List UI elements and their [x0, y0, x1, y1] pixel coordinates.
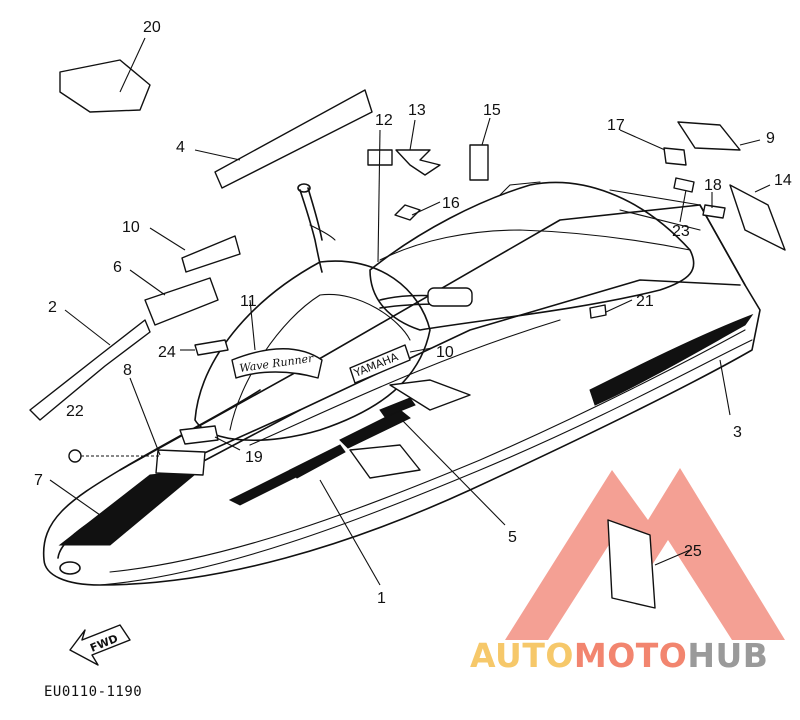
part-15-tag — [469, 144, 489, 181]
part-22-rivet — [68, 449, 160, 463]
callout-1: 1 — [377, 590, 386, 607]
callout-4: 4 — [176, 139, 185, 156]
callout-22: 22 — [66, 403, 84, 420]
part-24-tag — [194, 339, 229, 356]
callout-13: 13 — [408, 102, 426, 119]
decal-parts: YAMAHA Wave Runner FWD — [29, 59, 786, 666]
callout-6: 6 — [113, 259, 122, 276]
black-stripes — [58, 313, 754, 546]
part-19-tag — [179, 425, 219, 445]
watermark-logo: AUTOMOTOHUB — [470, 636, 768, 675]
part-10-patch — [181, 235, 241, 273]
callout-23: 23 — [672, 223, 690, 240]
callout-24: 24 — [158, 344, 176, 361]
part-16-clip — [394, 204, 421, 221]
reference-code: EU0110-1190 — [44, 684, 143, 700]
part-8-label — [155, 449, 206, 476]
leader-lines — [49, 37, 771, 586]
part-23-tag — [673, 177, 695, 193]
yamaha-decal: YAMAHA — [349, 344, 411, 384]
callout-25: 25 — [684, 543, 702, 560]
stripe-7 — [58, 469, 202, 546]
yamaha-decal-text: YAMAHA — [351, 350, 400, 380]
watermark-hub: HUB — [687, 636, 769, 675]
part-4-strip — [214, 89, 373, 189]
callout-14: 14 — [774, 172, 792, 189]
callout-8: 8 — [123, 362, 132, 379]
callout-10-lower: 10 — [436, 344, 454, 361]
callout-3: 3 — [733, 424, 742, 441]
part-14-plate — [729, 184, 786, 251]
watermark-moto: MOTO — [573, 636, 688, 675]
handlebar — [297, 183, 473, 309]
callout-15: 15 — [483, 102, 501, 119]
callout-2: 2 — [48, 299, 57, 316]
callout-17: 17 — [607, 117, 625, 134]
hull-body — [42, 189, 761, 586]
part-18-tag — [702, 204, 726, 219]
watermark-auto: AUTO — [470, 636, 574, 675]
part-17-tag — [663, 147, 687, 166]
callout-10-upper: 10 — [122, 219, 140, 236]
callout-21: 21 — [636, 293, 654, 310]
part-9-plate — [677, 121, 741, 151]
part-25-sticker — [607, 519, 656, 609]
callout-9: 9 — [766, 130, 775, 147]
part-2-strip — [29, 319, 151, 421]
callout-numbers: 20 4 10 6 2 11 24 8 22 7 19 12 13 15 16 … — [34, 19, 792, 607]
callout-5: 5 — [508, 529, 517, 546]
callout-19: 19 — [245, 449, 263, 466]
part-6-strip — [144, 277, 219, 326]
part-13-arrow — [395, 149, 441, 176]
callout-12: 12 — [375, 112, 393, 129]
callout-18: 18 — [704, 177, 722, 194]
callout-16: 16 — [442, 195, 460, 212]
part-20-pad — [59, 59, 151, 113]
part-21-tag — [589, 304, 607, 319]
callout-20: 20 — [143, 19, 161, 36]
hood — [194, 260, 431, 442]
stripe-3 — [589, 313, 754, 406]
seat — [369, 181, 695, 331]
callout-11: 11 — [240, 293, 257, 310]
wave-runner-decal: Wave Runner — [231, 348, 323, 379]
callout-7: 7 — [34, 472, 43, 489]
fwd-arrow: FWD — [69, 624, 131, 666]
